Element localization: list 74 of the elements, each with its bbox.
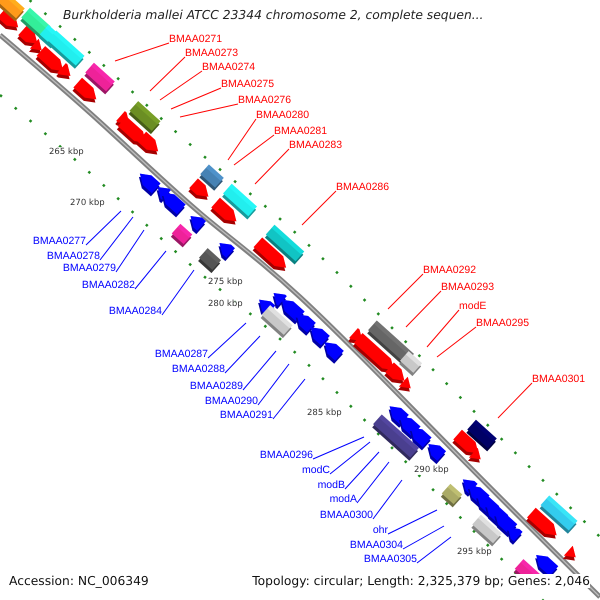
- scale-label: 295 kbp: [457, 547, 492, 557]
- gene-label: modE: [459, 300, 486, 313]
- scale-label: 285 kbp: [307, 408, 342, 418]
- leader-line: [312, 436, 364, 460]
- leader-line: [234, 134, 274, 166]
- leader-line: [150, 56, 186, 92]
- gene-label: BMAA0274: [202, 61, 256, 74]
- leader-line: [224, 336, 260, 374]
- leader-line: [160, 70, 202, 100]
- gene-label: modB: [318, 479, 345, 492]
- gene-label: BMAA0271: [169, 33, 222, 46]
- leader-line: [426, 310, 460, 348]
- scale-label: 290 kbp: [414, 465, 449, 475]
- gene-label: BMAA0296: [260, 449, 313, 462]
- gene-label: BMAA0286: [336, 181, 390, 194]
- scale-label: 275 kbp: [208, 277, 243, 287]
- gene-label: BMAA0279: [62, 262, 116, 275]
- leader-line: [330, 442, 370, 474]
- leader-line: [180, 104, 238, 118]
- gene-label: BMAA0287: [154, 348, 208, 361]
- leader-line: [116, 230, 144, 272]
- leader-line: [258, 364, 290, 406]
- leader-line: [344, 452, 380, 490]
- gene-label: BMAA0280: [256, 109, 310, 122]
- leader-line: [100, 216, 134, 260]
- gene-label: BMAA0284: [108, 305, 162, 318]
- gene-label: BMAA0276: [238, 94, 292, 107]
- gene-label: BMAA0282: [82, 279, 135, 292]
- gene-label: BMAA0289: [190, 380, 243, 393]
- gene-label: BMAA0275: [221, 78, 274, 91]
- leader-line: [114, 42, 170, 62]
- leader-line: [356, 462, 390, 504]
- gene-label: BMAA0288: [172, 363, 225, 376]
- gene-label: BMAA0293: [441, 281, 494, 294]
- gene-label: BMAA0283: [289, 139, 342, 152]
- gene-label: BMAA0281: [274, 125, 328, 138]
- gene-label: BMAA0273: [185, 47, 238, 60]
- gene-label: BMAA0291: [220, 409, 273, 422]
- leader-line: [498, 382, 532, 418]
- leader-line: [272, 378, 306, 420]
- scale-label: 270 kbp: [70, 198, 105, 208]
- leader-line: [406, 290, 442, 328]
- leader-line: [228, 118, 256, 160]
- gene-label: BMAA0304: [350, 539, 403, 552]
- scale-label: 280 kbp: [208, 299, 243, 309]
- leader-line: [86, 210, 122, 246]
- gene-label: modA: [330, 493, 357, 506]
- title: Burkholderia mallei ATCC 23344 chromosome 2, complete sequen...: [63, 8, 484, 22]
- leader-line: [254, 148, 290, 184]
- gene-label: modC: [302, 464, 330, 477]
- leader-line: [242, 350, 276, 390]
- gene-label: BMAA0301: [532, 373, 586, 386]
- topology-text: Topology: circular; Length: 2,325,379 bp; Genes: 2,046: [252, 574, 590, 588]
- gene-label: BMAA0295: [476, 317, 530, 330]
- leader-line: [388, 274, 424, 310]
- accession-text: Accession: NC_006349: [9, 574, 149, 588]
- gene-label: BMAA0278: [46, 250, 100, 263]
- leader-line: [162, 270, 194, 316]
- leader-line: [436, 326, 476, 358]
- scale-label: 265 kbp: [49, 147, 84, 157]
- leader-line: [134, 250, 166, 290]
- leader-line: [402, 526, 444, 550]
- leader-line: [372, 480, 402, 520]
- gene-label: BMAA0290: [204, 395, 258, 408]
- gene-label: BMAA0300: [320, 509, 373, 522]
- gene-label: ohr: [372, 524, 388, 537]
- gene-label: BMAA0292: [423, 264, 476, 277]
- leader-line: [388, 510, 438, 534]
- leader-line: [416, 536, 452, 564]
- leader-line: [302, 190, 336, 226]
- gene-label: BMAA0305: [364, 553, 417, 566]
- gene-label: BMAA0277: [32, 235, 86, 248]
- leader-line: [208, 322, 246, 358]
- leader-line: [170, 88, 222, 110]
